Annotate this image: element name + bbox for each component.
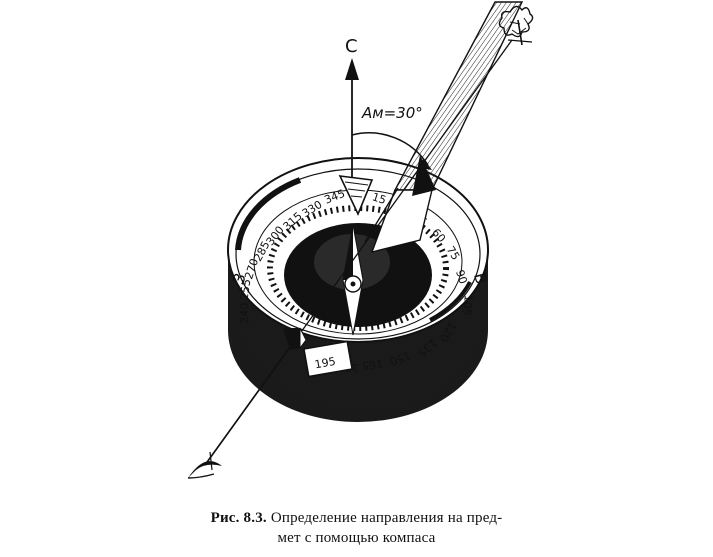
sight-window-value: 195 <box>314 355 337 371</box>
east-label: В <box>470 271 491 287</box>
front-sight <box>338 175 374 216</box>
azimuth-arc <box>351 132 432 170</box>
figure-caption: Рис. 8.3. Определение направления на пре… <box>0 508 713 548</box>
figure-number: Рис. 8.3. <box>210 510 267 526</box>
caption-text-1: Определение направления на пред- <box>270 510 503 526</box>
scale-number: 15 <box>370 190 387 207</box>
scale-number: 105 <box>460 294 475 316</box>
target-object-icon <box>498 5 534 46</box>
caption-line-1: Рис. 8.3. Определение направления на пре… <box>0 508 713 528</box>
sight-line <box>204 39 513 466</box>
azimuth-label: Aм=30° <box>361 104 423 122</box>
scale-number: 165 <box>361 357 384 373</box>
observer-eye-icon <box>187 451 222 479</box>
scale-number: 240 <box>238 302 252 323</box>
scale-number: 75 <box>444 244 462 263</box>
compass-diagram: 3453303153002852702552401530456075901051… <box>187 1 534 479</box>
scale-number: 90 <box>453 268 470 285</box>
north-arrow <box>345 58 359 178</box>
scale-number: 255 <box>238 278 254 301</box>
caption-line-2: мет с помощью компаса <box>277 530 436 546</box>
rear-sight <box>283 327 307 350</box>
north-label: С <box>345 36 358 57</box>
sight-window: 195 <box>302 340 354 378</box>
sighting-band <box>364 1 524 254</box>
scale-number: 270 <box>242 257 261 281</box>
